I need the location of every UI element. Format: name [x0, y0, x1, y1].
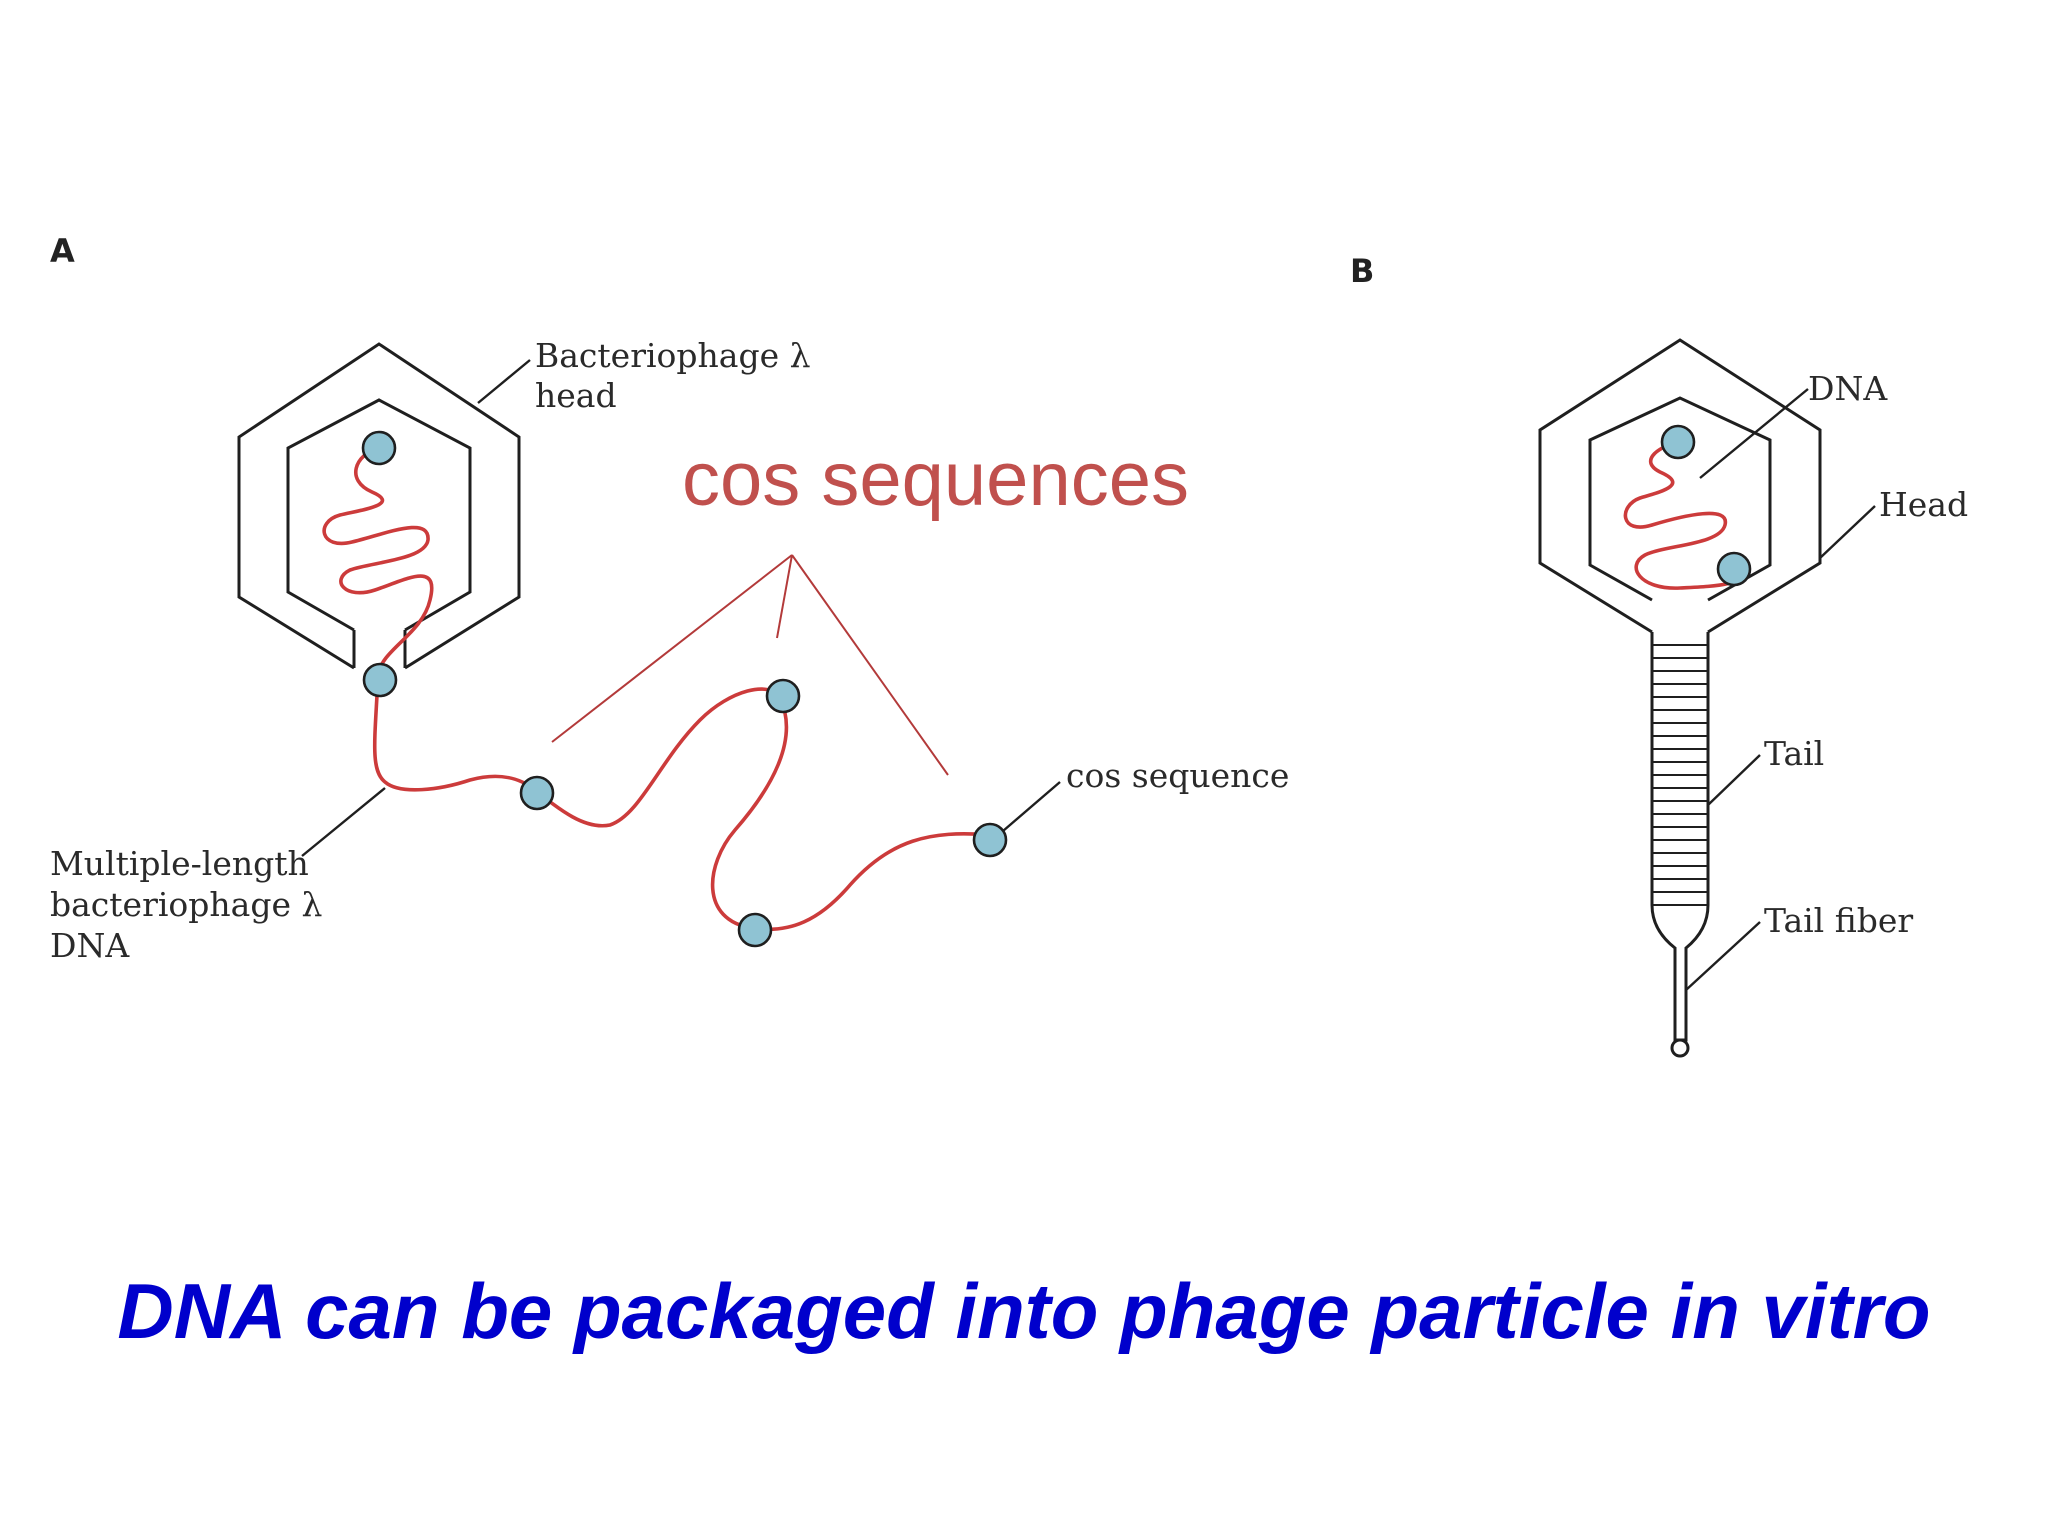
slide-caption: DNA can be packaged into phage particle …: [117, 1267, 1930, 1355]
dna-a-label-line3: DNA: [50, 926, 130, 965]
cos-sequence-label: cos sequence: [1066, 756, 1289, 795]
panel-a: A Bacteriophage λ head Multiple-length b…: [50, 232, 1289, 965]
head-b-leader: [1819, 505, 1876, 559]
head-a-label-line1: Bacteriophage λ: [535, 336, 811, 375]
cos-site-a-4: [765, 678, 801, 714]
dna-b-label: DNA: [1808, 369, 1888, 408]
phage-tail: [1650, 632, 1710, 1058]
dna-a-leader: [301, 787, 386, 857]
dna-a-label-line2: bacteriophage λ: [50, 885, 322, 924]
dna-strand-a: [322, 446, 992, 932]
panel-a-letter: A: [50, 232, 75, 270]
tail-fiber-leader: [1685, 921, 1761, 991]
tail-fiber-label: Tail fiber: [1764, 901, 1913, 940]
dna-a-label-line1: Multiple-length: [50, 844, 309, 883]
cos-site-b-2: [1716, 551, 1752, 587]
cos-label-leader: [1002, 781, 1061, 832]
annotation-pointer-1: [551, 554, 793, 743]
dna-b-leader: [1699, 388, 1809, 479]
cos-site-a-3: [519, 775, 555, 811]
tail-fiber-tip: [1670, 1038, 1690, 1058]
tail-leader: [1707, 754, 1761, 806]
head-a-label-line2: head: [535, 376, 617, 415]
cos-site-a-6: [972, 822, 1008, 858]
panel-b-letter: B: [1350, 252, 1374, 290]
annotation-pointer-2: [776, 554, 793, 639]
phage-head-b-outline: [1538, 338, 1822, 634]
cos-sequences-text: cos sequences: [682, 437, 1189, 522]
cos-site-b-1: [1660, 424, 1696, 460]
cos-sequences-annotation: cos sequences: [551, 437, 1189, 776]
panel-b: B: [1350, 252, 1968, 1058]
annotation-pointer-3: [791, 554, 949, 776]
head-b-label: Head: [1879, 485, 1968, 524]
tail-label: Tail: [1764, 734, 1824, 773]
cos-site-a-1: [361, 430, 397, 466]
cos-site-a-5: [737, 912, 773, 948]
cos-site-a-2: [362, 662, 398, 698]
phage-head-a-outline: [237, 342, 521, 670]
head-a-leader: [477, 359, 531, 404]
